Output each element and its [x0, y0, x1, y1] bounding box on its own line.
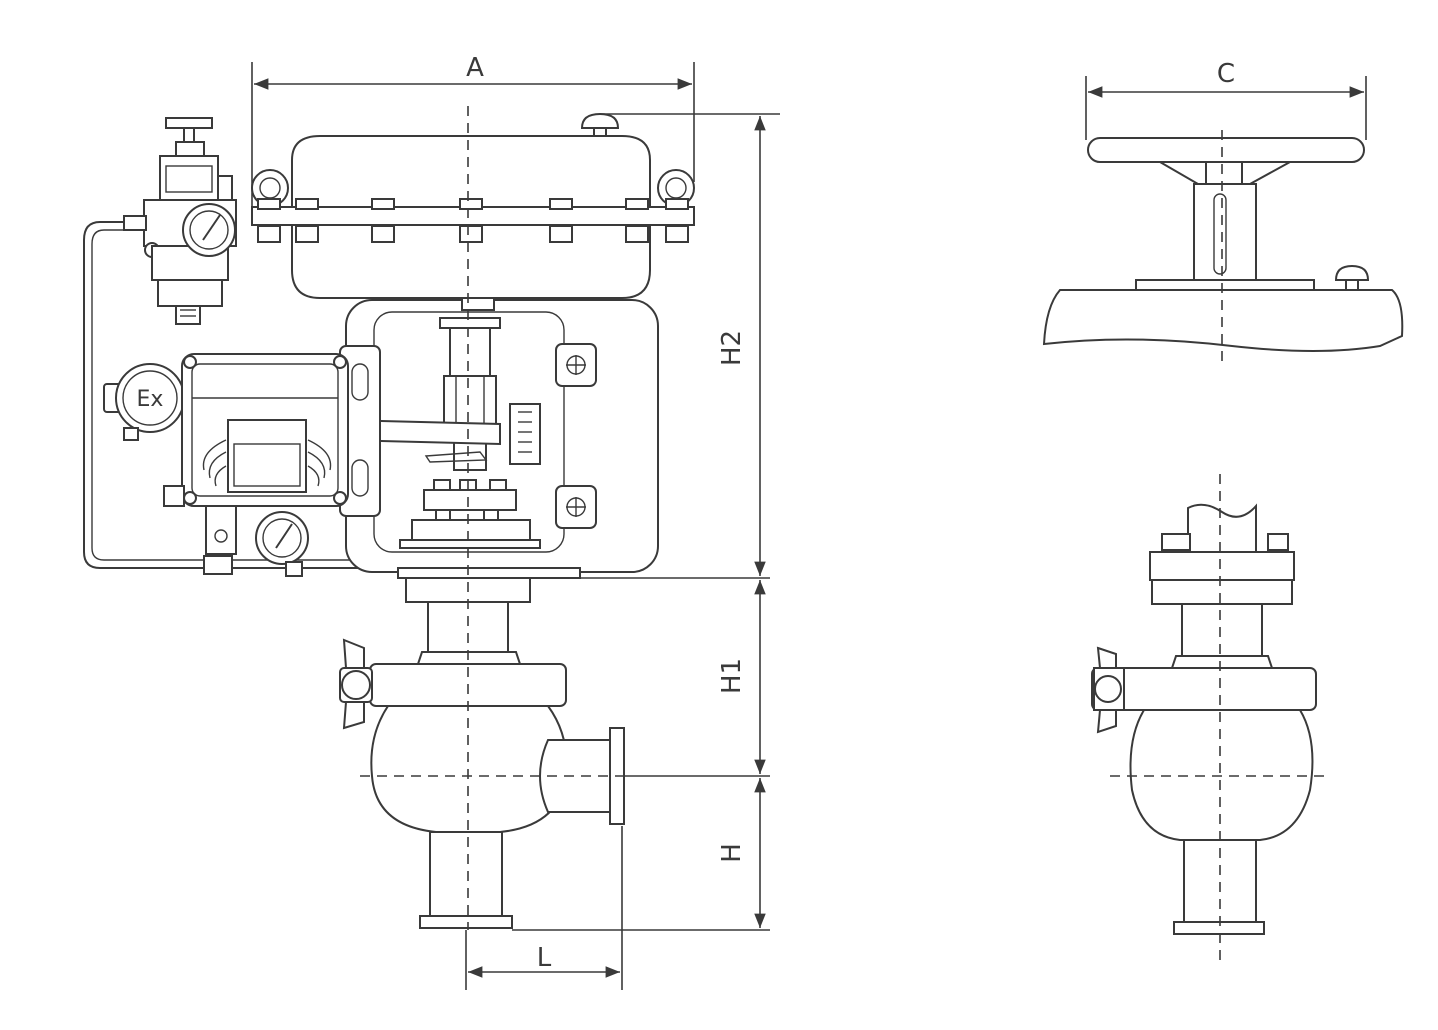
pressure-gauge [255, 511, 309, 577]
dimension-a-label: A [466, 53, 484, 83]
dimension-l-label: L [537, 943, 552, 973]
main-valve-front-view: Ex [83, 106, 695, 930]
valve-side-view [1091, 474, 1330, 966]
filter-regulator [123, 117, 237, 325]
dimension-h-label: H [717, 843, 747, 863]
feedback-lever [343, 403, 541, 465]
dimension-h1-label: H1 [717, 658, 747, 694]
ex-marking: Ex [103, 363, 185, 441]
valve-body [339, 577, 625, 929]
dimension-h2-label: H2 [717, 330, 747, 366]
actuator-housing [251, 112, 695, 299]
valve-positioner [163, 353, 349, 575]
ex-label: Ex [137, 387, 164, 412]
handwheel-detail-view [1042, 130, 1404, 366]
dimension-c-label: C [1217, 59, 1235, 89]
air-tubing [83, 221, 210, 569]
yoke-bracket-screws [555, 343, 597, 529]
valve-stem [399, 317, 541, 549]
dimension-lines: A H2 H1 H L C [251, 53, 1367, 990]
